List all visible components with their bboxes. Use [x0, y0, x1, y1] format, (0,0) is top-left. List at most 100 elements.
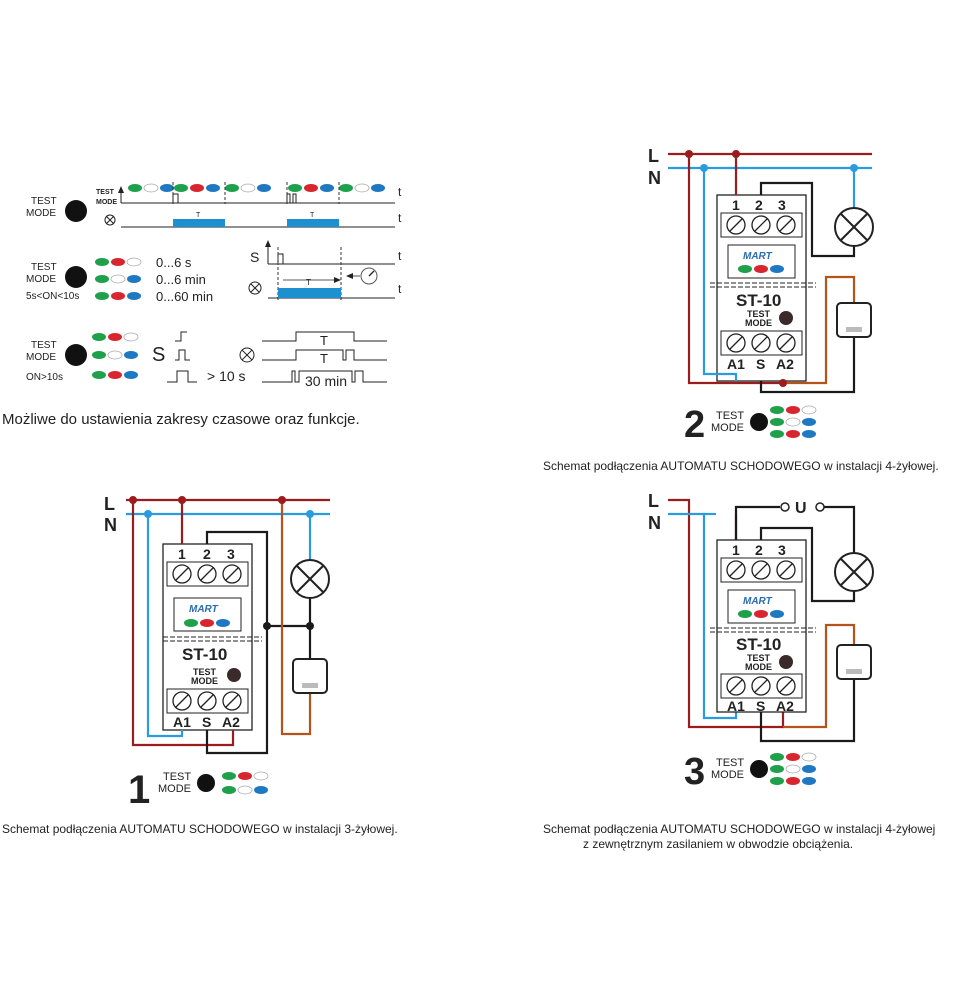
- terminal-S-label: S: [756, 698, 765, 714]
- line-N-label: N: [648, 513, 661, 533]
- lamp-icon: [290, 559, 330, 599]
- mode-label: MODE: [711, 422, 744, 434]
- model-label: ST-10: [736, 291, 781, 310]
- test-mode-button-icon: [65, 266, 87, 288]
- module-test-label: TEST: [747, 653, 771, 663]
- terminal-A2-label: A2: [776, 356, 794, 372]
- terminal-2-label: 2: [755, 542, 763, 558]
- terminal-1-label: 1: [178, 546, 186, 562]
- test-label: TEST: [716, 757, 744, 769]
- wiring-diagram-2: L N 1 2 3 MART ST-10 TEST MODE A1 S A2: [648, 146, 874, 446]
- range-6s: 0...6 s: [156, 255, 192, 270]
- led-triple-icon: [174, 184, 220, 192]
- test-label: TEST: [31, 262, 57, 273]
- line-L-label: L: [648, 146, 659, 166]
- mode-label: MODE: [26, 274, 56, 285]
- diagram-number-2: 2: [684, 404, 705, 446]
- line-N-label: N: [104, 515, 117, 535]
- timing-section: TEST MODE TEST MODE t t T T TEST MODE: [26, 182, 402, 389]
- terminal-2-label: 2: [203, 546, 211, 562]
- terminal-3-label: 3: [778, 197, 786, 213]
- caption-diagram-3-line1: Schemat podłączenia AUTOMATU SCHODOWEGO …: [543, 822, 936, 836]
- test-label: TEST: [716, 410, 744, 422]
- led-triple-icon: [221, 771, 269, 781]
- test-mode-button-icon: [197, 774, 215, 792]
- terminal-2-label: 2: [755, 197, 763, 213]
- terminal-S-label: S: [756, 356, 765, 372]
- led-triple-icon: [94, 257, 142, 267]
- pushbutton-icon: [836, 302, 872, 338]
- on-range-label: 5s<ON<10s: [26, 291, 79, 302]
- test-mode-button-icon: [65, 200, 87, 222]
- led-triple-icon: [92, 371, 138, 379]
- line-L-label: L: [104, 494, 115, 514]
- module-mode-label: MODE: [745, 318, 772, 328]
- time-dial-icon: [346, 267, 378, 285]
- mode-label: MODE: [158, 783, 191, 795]
- s-label-large: S: [152, 344, 165, 366]
- small-test-label: TEST: [96, 189, 115, 196]
- t-axis-label-4: t: [398, 282, 402, 296]
- terminal-1-label: 1: [732, 542, 740, 558]
- led-triple-icon: [91, 332, 139, 342]
- range-60min: 0...60 min: [156, 289, 213, 304]
- led-triple-icon: [224, 183, 272, 193]
- lamp-icon: [834, 207, 874, 247]
- caption-diagram-1: Schemat podłączenia AUTOMATU SCHODOWEGO …: [2, 822, 398, 836]
- small-mode-label: MODE: [96, 199, 117, 206]
- gt-10s-label: > 10 s: [207, 368, 246, 384]
- model-label: ST-10: [736, 635, 781, 654]
- led-triple-icon: [288, 184, 334, 192]
- terminal-3-label: 3: [227, 546, 235, 562]
- led-triple-icon: [338, 183, 386, 193]
- pushbutton-icon: [836, 644, 872, 680]
- line-N-label: N: [648, 168, 661, 188]
- brand-logo: MART: [189, 604, 219, 615]
- test-mode-label-bottom: MODE: [26, 208, 56, 219]
- settings-note: Możliwe do ustawienia zakresy czasowe or…: [2, 411, 360, 428]
- caption-diagram-2: Schemat podłączenia AUTOMATU SCHODOWEGO …: [543, 459, 939, 473]
- s-axis-label: S: [250, 249, 259, 265]
- module-test-label: TEST: [747, 309, 771, 319]
- terminal-A1-label: A1: [727, 356, 745, 372]
- external-supply-label: U: [795, 500, 807, 517]
- T-label-row3b: T: [320, 351, 328, 366]
- caption-diagram-3-line2: z zewnętrznym zasilaniem w obwodzie obci…: [583, 837, 854, 851]
- wiring-diagram-3: L N U 1 2 3 MART ST-10 TEST MODE A1 S A2: [648, 491, 874, 793]
- test-mode-label-top: TEST: [31, 196, 57, 207]
- lamp-icon: [834, 552, 874, 592]
- t-axis-label-2: t: [398, 211, 402, 225]
- module-mode-label: MODE: [745, 662, 772, 672]
- module-mode-label: MODE: [191, 676, 218, 686]
- test-label: TEST: [163, 771, 191, 783]
- module-test-label: TEST: [193, 667, 217, 677]
- diagram-number-1: 1: [128, 768, 150, 812]
- led-triple-icon: [91, 350, 139, 360]
- t-axis-label-3: t: [398, 249, 402, 263]
- terminal-3-label: 3: [778, 542, 786, 558]
- led-triple-icon: [221, 785, 269, 795]
- diagram-number-3: 3: [684, 751, 705, 793]
- mode-label: MODE: [711, 769, 744, 781]
- brand-logo: MART: [743, 596, 773, 607]
- T-label: T: [310, 212, 315, 219]
- range-6min: 0...6 min: [156, 272, 206, 287]
- test-label: TEST: [31, 340, 57, 351]
- thirty-min-label: 30 min: [305, 373, 347, 389]
- led-triple-icon: [127, 183, 175, 193]
- terminal-S-label: S: [202, 714, 211, 730]
- test-mode-button-icon: [65, 344, 87, 366]
- module-test-button: [227, 668, 241, 682]
- module-leds: [184, 619, 230, 627]
- terminal-A1-label: A1: [173, 714, 191, 730]
- led-triple-icon: [95, 292, 141, 300]
- model-label: ST-10: [182, 645, 227, 664]
- led-triple-icon: [94, 274, 142, 284]
- pushbutton-icon: [292, 658, 328, 694]
- terminal-1-label: 1: [732, 197, 740, 213]
- mode-label: MODE: [26, 352, 56, 363]
- wiring-diagram-1: L N 1 2 3 MART ST-10 TEST MODE A1 S A2: [104, 494, 330, 812]
- t-axis-label-1: t: [398, 185, 402, 199]
- T-label: T: [196, 212, 201, 219]
